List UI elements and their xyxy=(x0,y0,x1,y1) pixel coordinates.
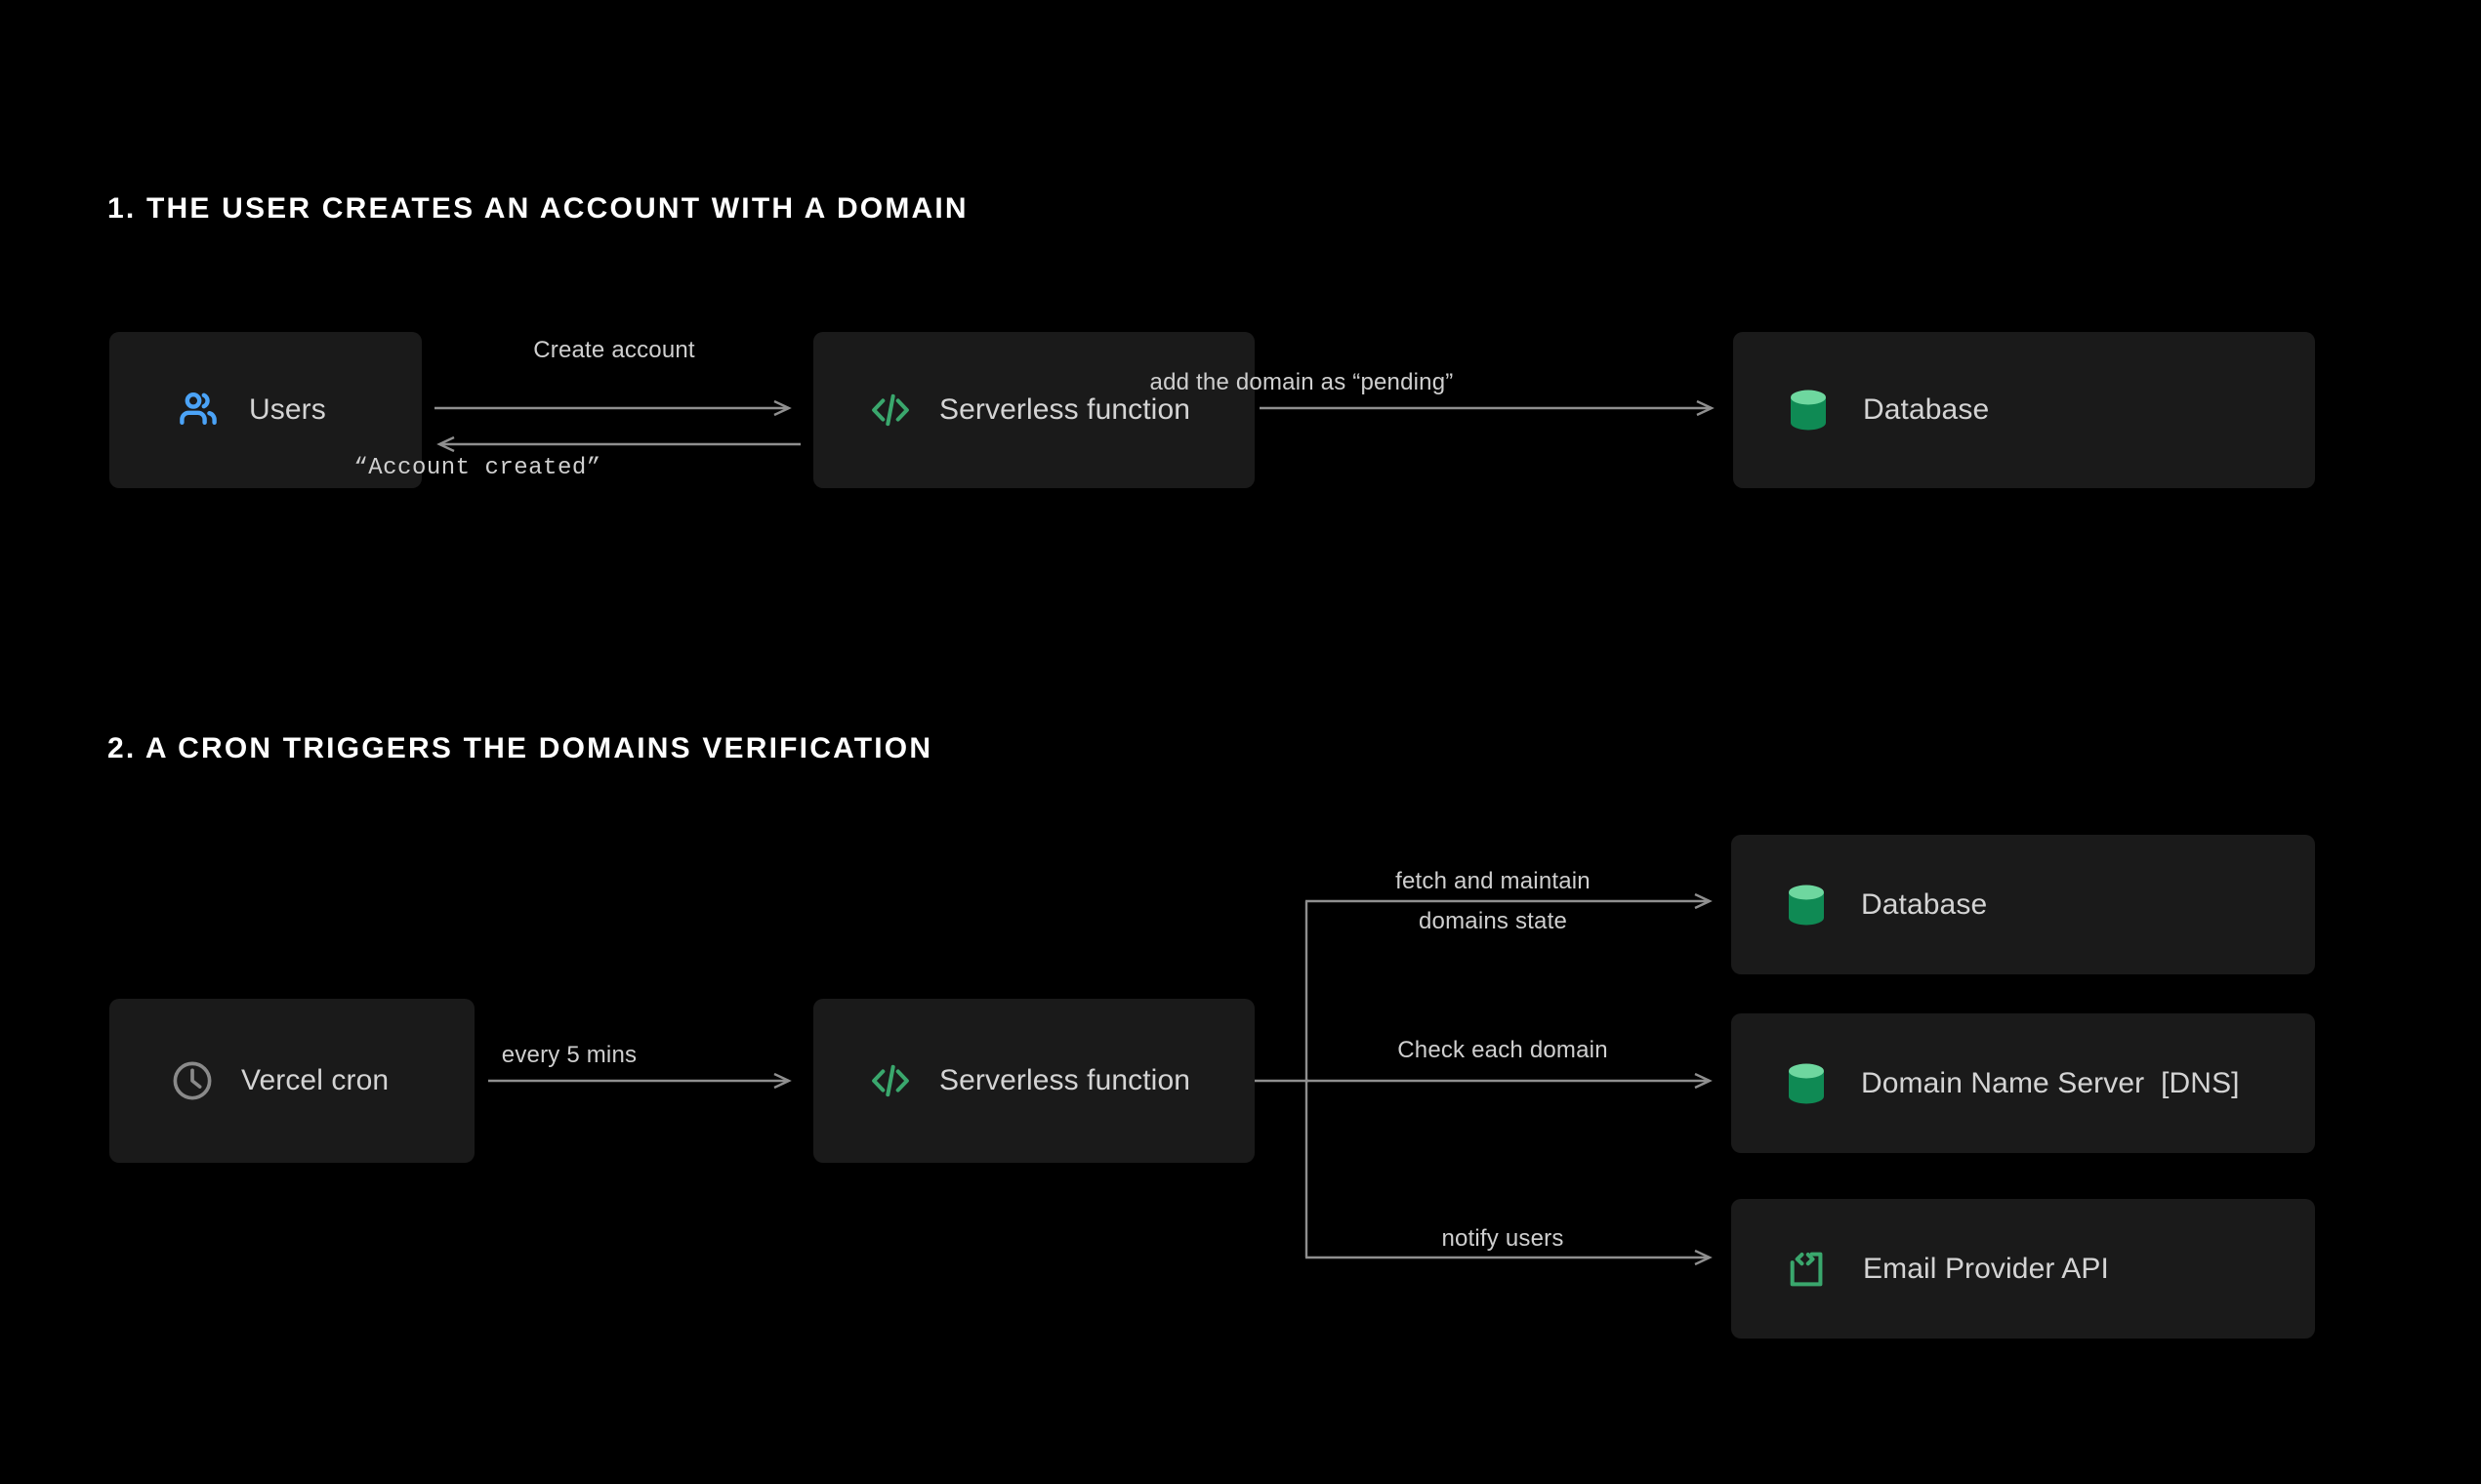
node-serverless-function-1[interactable]: Serverless function xyxy=(813,332,1255,488)
node-database-2-label: Database xyxy=(1861,887,1988,921)
node-email-api-label: Email Provider API xyxy=(1863,1252,2109,1285)
node-database-1[interactable]: Database xyxy=(1733,332,2315,488)
database-cylinder-icon xyxy=(1785,881,1828,929)
edge-label-create-account: Create account xyxy=(533,337,695,363)
edge-label-add-pending: add the domain as “pending” xyxy=(1149,369,1454,395)
database-cylinder-icon xyxy=(1787,386,1830,434)
edge-label-account-created: “Account created” xyxy=(353,455,601,481)
code-icon xyxy=(868,388,913,433)
node-database-2[interactable]: Database xyxy=(1731,835,2315,974)
node-domain-name-server[interactable]: Domain Name Server [DNS] xyxy=(1731,1013,2315,1153)
database-cylinder-icon xyxy=(1785,1059,1828,1108)
node-users-label: Users xyxy=(249,393,326,426)
edge-label-fetch-maintain-line1: fetch and maintain xyxy=(1395,868,1591,894)
api-bracket-icon xyxy=(1785,1247,1830,1292)
edge-label-every-5-mins: every 5 mins xyxy=(501,1042,638,1068)
code-icon xyxy=(868,1058,913,1103)
node-serverless-2-label: Serverless function xyxy=(939,1064,1191,1096)
section-2-heading: 2. A CRON TRIGGERS THE DOMAINS VERIFICAT… xyxy=(107,732,933,764)
node-vercel-cron[interactable]: Vercel cron xyxy=(109,999,475,1163)
edge-label-notify-users: notify users xyxy=(1441,1225,1564,1252)
node-serverless-function-2[interactable]: Serverless function xyxy=(813,999,1255,1163)
users-icon xyxy=(176,387,223,433)
node-users[interactable]: Users xyxy=(109,332,422,488)
edge-label-check-each-domain: Check each domain xyxy=(1397,1037,1608,1063)
node-database-1-label: Database xyxy=(1863,393,1990,426)
node-email-provider-api[interactable]: Email Provider API xyxy=(1731,1199,2315,1339)
node-serverless-1-label: Serverless function xyxy=(939,393,1191,426)
node-vercel-cron-label: Vercel cron xyxy=(241,1064,390,1096)
edge-label-fetch-maintain-line2: domains state xyxy=(1418,908,1568,934)
clock-icon xyxy=(170,1058,215,1103)
node-dns-label: Domain Name Server [DNS] xyxy=(1861,1066,2240,1099)
section-1-heading: 1. THE USER CREATES AN ACCOUNT WITH A DO… xyxy=(107,192,969,225)
